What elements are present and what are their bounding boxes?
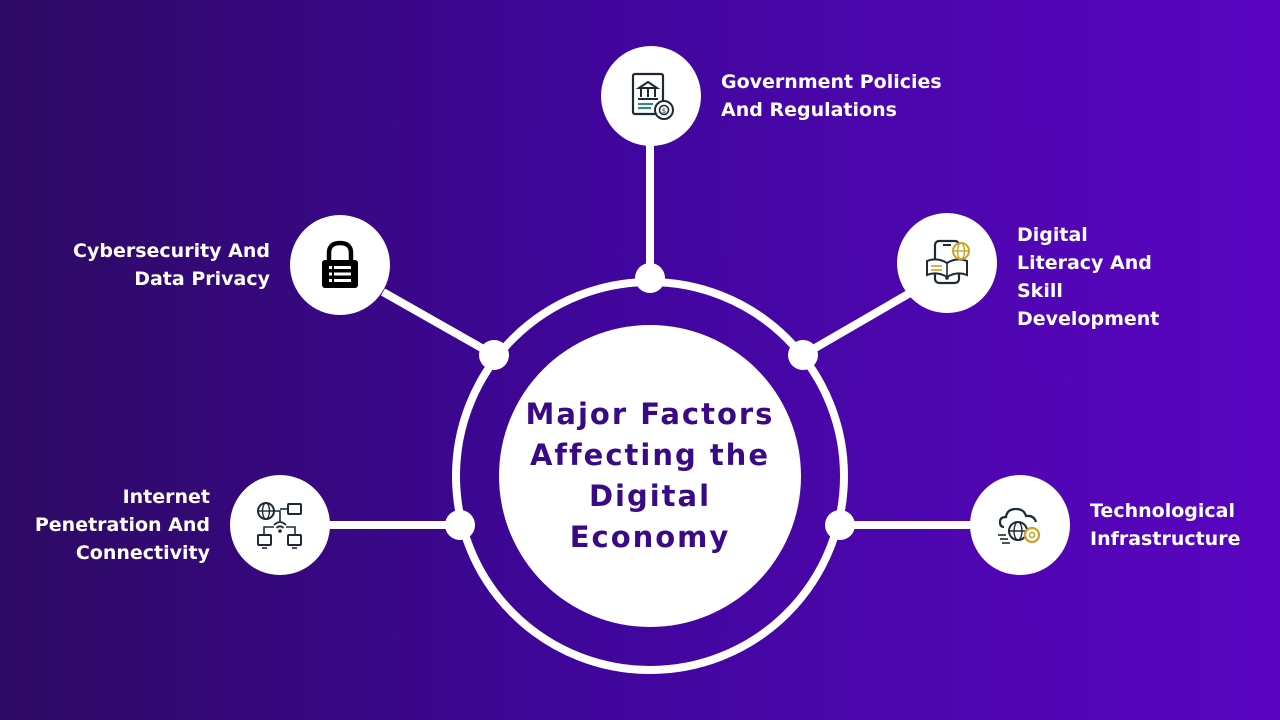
network-globe-wifi-icon	[257, 502, 302, 549]
center-title: Major Factors Affecting the Digital Econ…	[525, 397, 775, 554]
svg-text:$: $	[662, 107, 666, 115]
node-digital-literacy	[897, 213, 997, 313]
mobile-globe-book-icon	[926, 239, 970, 285]
junction-dot-internet	[445, 510, 475, 540]
node-technological	[970, 475, 1070, 575]
center-circle: Major Factors Affecting the Digital Econ…	[499, 325, 801, 627]
label-digital-literacy: Digital Literacy And Skill Development	[1017, 224, 1160, 330]
connector-digital-literacy	[800, 289, 913, 359]
junction-dot-government	[635, 263, 665, 293]
label-technological: Technological Infrastructure	[1090, 500, 1241, 550]
node-cybersecurity	[290, 215, 390, 315]
label-government: Government Policies And Regulations	[721, 71, 942, 121]
label-cybersecurity: Cybersecurity And Data Privacy	[73, 240, 270, 290]
junction-dot-cybersecurity	[479, 340, 509, 370]
padlock-icon	[322, 240, 358, 288]
connector-cybersecurity	[381, 288, 496, 359]
junction-dot-technological	[825, 510, 855, 540]
government-document-icon: $	[631, 72, 674, 120]
junction-dot-digital-literacy	[788, 340, 818, 370]
node-government: $	[601, 46, 701, 146]
label-internet: Internet Penetration And Connectivity	[34, 486, 210, 564]
node-internet	[230, 475, 330, 575]
cloud-globe-gear-icon	[998, 507, 1041, 544]
